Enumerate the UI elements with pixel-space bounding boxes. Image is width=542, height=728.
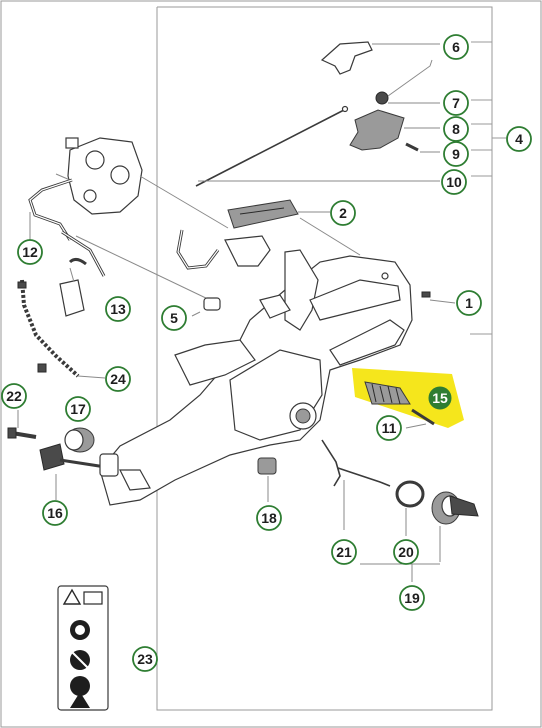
part-1-screw	[421, 291, 456, 304]
part-10-rod	[195, 105, 440, 187]
part-6-lockout	[320, 41, 440, 75]
callout-18: 18	[256, 505, 282, 531]
callout-19: 19	[399, 585, 425, 611]
callout-circle	[441, 169, 467, 195]
callout-number: 8	[452, 121, 460, 137]
callout-circle	[506, 126, 532, 152]
callout-number: 4	[515, 131, 523, 147]
callout-circle	[42, 500, 68, 526]
callout-number: 6	[452, 39, 460, 55]
part-18-plug	[257, 457, 277, 502]
callout-circle	[1, 383, 27, 409]
callout-circle	[393, 539, 419, 565]
part-15-av-spring	[364, 381, 411, 405]
callout-circle	[330, 200, 356, 226]
callout-1: 1	[456, 290, 482, 316]
part-21-wire	[321, 439, 391, 530]
callout-number: 20	[398, 544, 414, 560]
part-20-oring	[395, 480, 425, 536]
callout-circle	[256, 505, 282, 531]
callout-number: 18	[261, 510, 277, 526]
callout-24: 24	[105, 366, 131, 392]
callout-17: 17	[65, 396, 91, 422]
callout-circle	[443, 90, 469, 116]
callout-number: 11	[382, 420, 397, 436]
callout-number: 22	[6, 388, 22, 404]
callout-10: 10	[441, 169, 467, 195]
callout-16: 16	[42, 500, 68, 526]
callout-circle	[161, 305, 187, 331]
part-9-pin	[405, 142, 440, 153]
callout-number: 1	[465, 295, 473, 311]
callout-number: 12	[22, 244, 38, 260]
callout-20: 20	[393, 539, 419, 565]
callout-9: 9	[443, 141, 469, 167]
callout-number: 16	[47, 505, 63, 521]
callout-number: 15	[432, 390, 448, 406]
callout-circle	[65, 396, 91, 422]
part-19-cap	[431, 491, 479, 562]
part-12-fuel-hose	[28, 178, 211, 301]
callout-13: 13	[105, 296, 131, 322]
callout-number: 17	[70, 401, 86, 417]
part-7-spring	[375, 59, 440, 105]
carburetor	[55, 137, 229, 229]
callout-circle	[331, 539, 357, 565]
callout-circle	[399, 585, 425, 611]
callout-8: 8	[443, 116, 469, 142]
crankcase-body	[99, 249, 413, 506]
callout-21: 21	[331, 539, 357, 565]
callout-number: 2	[339, 205, 347, 221]
part-13-filter	[59, 257, 87, 317]
callout-2: 2	[330, 200, 356, 226]
part-24-hose	[17, 279, 106, 379]
callout-circle	[456, 290, 482, 316]
callout-circle	[443, 116, 469, 142]
callout-circle	[132, 646, 158, 672]
callout-number: 23	[137, 651, 153, 667]
callout-22: 22	[1, 383, 27, 409]
callout-circle	[105, 366, 131, 392]
callout-circle	[376, 415, 402, 441]
part-2-shield	[227, 199, 361, 256]
callout-number: 21	[336, 544, 352, 560]
callout-23: 23	[132, 646, 158, 672]
callout-7: 7	[443, 90, 469, 116]
callout-number: 7	[452, 95, 460, 111]
callout-number: 5	[170, 310, 178, 326]
part-16-spring	[39, 443, 119, 500]
part-23-warning-label	[57, 585, 109, 711]
callout-number: 24	[110, 371, 126, 387]
callout-circle	[17, 239, 43, 265]
part-5-connector	[191, 297, 221, 317]
part-22-bolt	[7, 410, 37, 439]
callout-4: 4	[506, 126, 532, 152]
callout-circle	[428, 386, 452, 410]
callout-number: 13	[110, 301, 126, 317]
callout-6: 6	[443, 34, 469, 60]
callout-15: 15	[428, 386, 452, 410]
callout-number: 9	[452, 146, 460, 162]
part-8-trigger	[349, 109, 440, 151]
callout-5: 5	[161, 305, 187, 331]
callout-12: 12	[17, 239, 43, 265]
callout-circle	[105, 296, 131, 322]
impulse-hose	[176, 229, 271, 270]
callout-number: 10	[446, 174, 462, 190]
callout-circle	[443, 141, 469, 167]
part-11-screw	[405, 408, 435, 429]
part-17-damper	[64, 427, 95, 453]
callout-circle	[443, 34, 469, 60]
callout-11: 11	[376, 415, 402, 441]
callout-number: 19	[404, 590, 420, 606]
highlight-area	[352, 368, 464, 428]
